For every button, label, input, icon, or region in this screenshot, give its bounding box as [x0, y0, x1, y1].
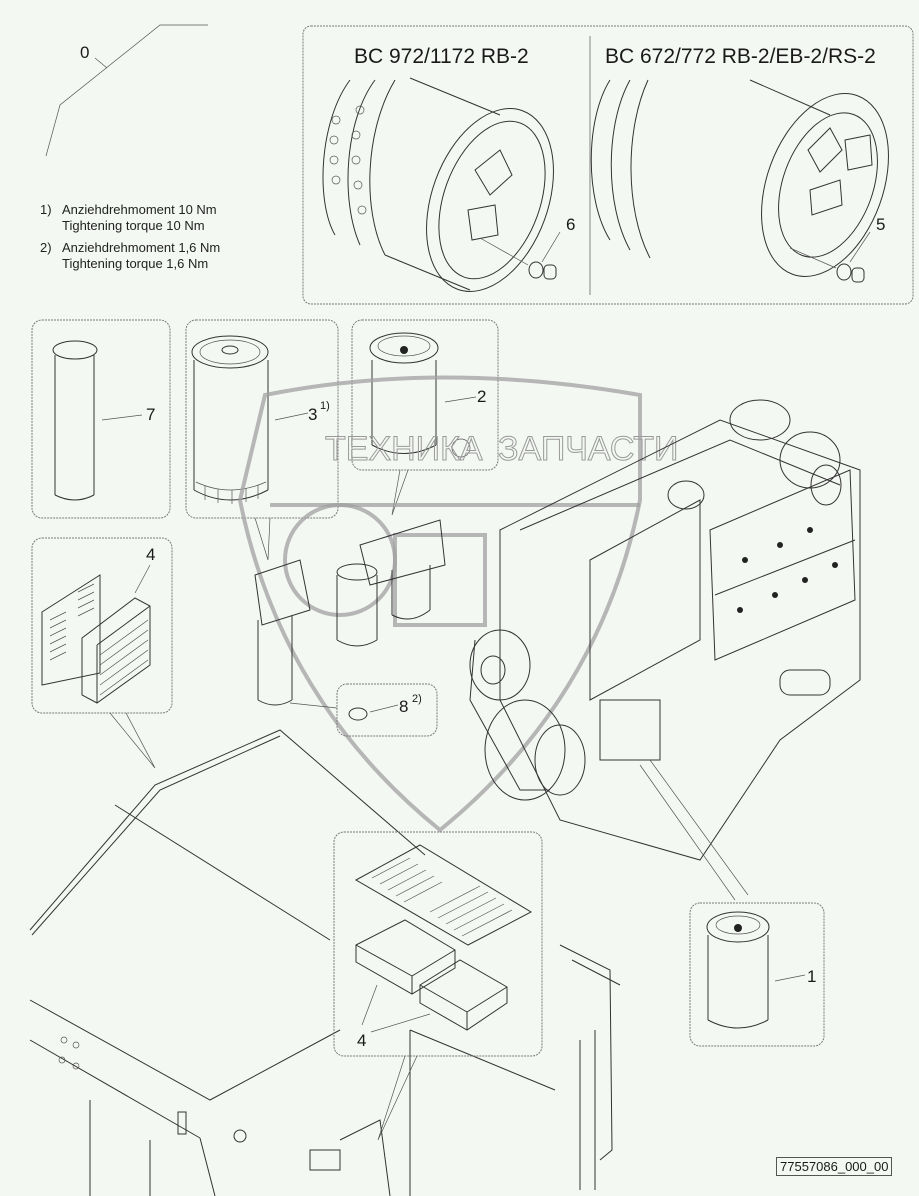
torque-note-1-de: Anziehdrehmoment 10 Nm [62, 202, 217, 217]
detail-box-4-lower [333, 831, 543, 1057]
variant-panel [302, 25, 914, 305]
torque-note-2-de: Anziehdrehmoment 1,6 Nm [62, 240, 221, 255]
callout-1-pointer-b [639, 764, 736, 901]
filter-housing-assembly [254, 519, 446, 706]
variant-title-right: BC 672/772 RB-2/EB-2/RS-2 [605, 45, 876, 68]
callout-8-footnote: 2) [412, 693, 422, 705]
callout-1: 1 [807, 967, 816, 986]
callout-4-upper: 4 [146, 545, 155, 564]
variant-title-left: BC 972/1172 RB-2 [354, 45, 529, 68]
air-filter-part-4-upper [41, 574, 151, 704]
gear-icon [451, 438, 471, 458]
engine-assembly [469, 399, 861, 861]
callout-5-leader [849, 231, 871, 263]
callout-6: 6 [566, 215, 575, 234]
callout-0: 0 [80, 43, 89, 62]
detail-box-2 [351, 319, 499, 471]
detail-box-1 [689, 902, 825, 1047]
torque-note-1-marker: 1) [40, 202, 52, 217]
callout-4-upper-leader [134, 564, 151, 594]
watermark-left: ТЕХНИКА [325, 430, 483, 468]
cartridge-part-7 [52, 340, 98, 501]
callout-6-leader [541, 231, 561, 263]
drive-motor-right [590, 79, 889, 283]
callout-3-leader [274, 412, 309, 421]
seal-ring-part-8 [348, 707, 368, 721]
detail-box-8 [336, 683, 438, 737]
fuel-filter-part-2 [369, 332, 439, 454]
callout-7: 7 [146, 405, 155, 424]
assembly-leader-line [45, 24, 208, 157]
detail-box-3 [185, 319, 339, 519]
drive-motor-left [322, 77, 557, 292]
callout-8-leader [369, 704, 399, 713]
torque-note-1: 1) Anziehdrehmoment 10 Nm Tightening torq… [40, 202, 217, 234]
document-id: 77557086_000_00 [776, 1157, 893, 1176]
callout-1-leader [774, 974, 806, 982]
torque-note-2: 2) Anziehdrehmoment 1,6 Nm Tightening tor… [40, 240, 220, 272]
callout-1-pointer-a [649, 759, 749, 896]
oil-filter-part-3 [191, 335, 269, 504]
detail-box-4-upper [31, 537, 173, 714]
detail-box-8-pointer [289, 702, 338, 709]
watermark-right: ЗАПЧАСТИ [498, 430, 679, 468]
callout-5: 5 [876, 215, 885, 234]
detail-box-2-pointer [391, 469, 409, 516]
callout-4-lower-leader-a [361, 984, 378, 1026]
callout-3: 3 [308, 405, 317, 424]
torque-note-2-marker: 2) [40, 240, 52, 255]
callout-3-footnote: 1) [320, 400, 330, 412]
callout-2-leader [444, 396, 477, 403]
callout-7-leader [101, 414, 143, 421]
detail-box-4-upper-pointer [109, 712, 156, 769]
callout-4-lower: 4 [357, 1031, 366, 1050]
callout-8: 8 [399, 697, 408, 716]
torque-note-2-en: Tightening torque 1,6 Nm [62, 256, 209, 271]
air-filter-part-4-lower [354, 844, 533, 1031]
fuel-filter-part-1 [706, 911, 770, 1029]
torque-note-1-en: Tightening torque 10 Nm [62, 218, 205, 233]
detail-box-7 [31, 319, 171, 519]
detail-box-4-lower-pointer [377, 1055, 418, 1141]
machine-cab [29, 729, 621, 1196]
detail-box-3-pointer [254, 517, 271, 561]
callout-2: 2 [477, 387, 486, 406]
callout-4-lower-leader-b [370, 1013, 431, 1033]
